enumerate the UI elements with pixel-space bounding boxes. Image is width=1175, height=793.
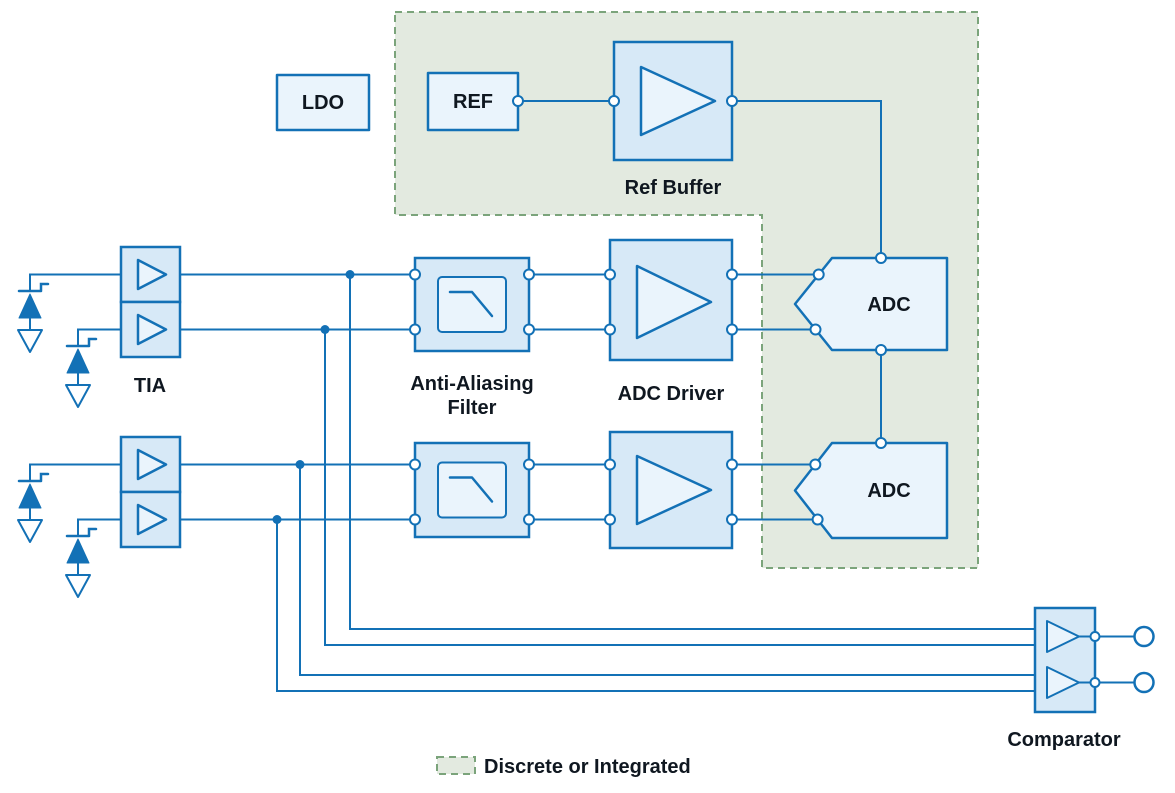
terminal bbox=[726, 268, 738, 281]
photodiode-2 bbox=[64, 337, 98, 409]
amplifier-triangle-icon bbox=[136, 448, 168, 481]
comparator-box bbox=[1033, 606, 1097, 714]
ref-wires bbox=[518, 100, 882, 443]
terminal bbox=[523, 323, 535, 336]
terminal bbox=[811, 513, 824, 526]
adc-label: ADC bbox=[867, 480, 910, 502]
anti-aliasing-filter-top: Anti-Aliasing Filter bbox=[410, 256, 534, 419]
terminal bbox=[726, 458, 738, 471]
terminal bbox=[875, 344, 887, 356]
anti-aliasing-label-line2: Filter bbox=[448, 397, 497, 419]
legend-swatch bbox=[436, 756, 476, 775]
terminal bbox=[809, 458, 822, 471]
terminal bbox=[409, 513, 421, 526]
terminal bbox=[726, 323, 738, 336]
junction-dot bbox=[345, 270, 355, 279]
comparator-tap-wires bbox=[276, 274, 1035, 692]
junction-dots bbox=[272, 270, 355, 524]
amplifier-triangle-icon bbox=[639, 65, 717, 137]
amplifier-triangle-icon bbox=[635, 264, 713, 340]
junction-dot bbox=[295, 460, 305, 469]
filter-inner-box bbox=[437, 276, 507, 333]
ldo-box bbox=[275, 73, 371, 132]
amplifier-triangle-icon bbox=[136, 313, 168, 346]
adc-driver-bottom bbox=[608, 430, 734, 550]
tia-block-top: TIA bbox=[119, 245, 182, 397]
terminal bbox=[409, 268, 421, 281]
photodiode-4 bbox=[64, 527, 98, 599]
anti-aliasing-label-line1: Anti-Aliasing bbox=[410, 373, 533, 395]
terminal bbox=[812, 268, 825, 281]
signal-wires-top-channel bbox=[180, 273, 819, 331]
terminal bbox=[523, 268, 535, 281]
adc-driver-top: ADC Driver bbox=[608, 238, 734, 405]
ref-buffer-label: Ref Buffer bbox=[625, 177, 722, 199]
terminal bbox=[1089, 677, 1101, 688]
terminal bbox=[409, 458, 421, 471]
tia-block-bottom bbox=[119, 435, 182, 549]
wiring bbox=[29, 100, 1035, 692]
terminal bbox=[604, 323, 616, 336]
comparator-block: Comparator bbox=[1007, 606, 1135, 751]
tia-label: TIA bbox=[134, 375, 166, 397]
comparator-label: Comparator bbox=[1007, 729, 1121, 751]
adc-driver-label: ADC Driver bbox=[618, 383, 725, 405]
ldo-label: LDO bbox=[302, 92, 344, 114]
adc-block-top: ADC bbox=[793, 256, 949, 352]
terminal bbox=[809, 323, 822, 336]
adc-block-bottom: ADC bbox=[793, 441, 949, 540]
ref-block: REF bbox=[426, 71, 520, 132]
comparator-output-wires bbox=[1079, 635, 1135, 684]
amplifier-triangle-icon bbox=[635, 454, 713, 526]
terminal bbox=[726, 95, 738, 107]
low-pass-curve-icon bbox=[448, 476, 494, 503]
terminal bbox=[875, 437, 887, 449]
output-terminals bbox=[1133, 625, 1155, 694]
terminal bbox=[604, 513, 616, 526]
terminal bbox=[726, 513, 738, 526]
ldo-block: LDO bbox=[275, 73, 371, 132]
terminal bbox=[875, 252, 887, 264]
terminal bbox=[604, 458, 616, 471]
comparator-triangle-icon bbox=[1046, 620, 1080, 653]
discrete-or-integrated-region bbox=[394, 11, 979, 569]
terminal bbox=[523, 458, 535, 471]
legend-label: Discrete or Integrated bbox=[484, 756, 691, 778]
amplifier-triangle-icon bbox=[136, 503, 168, 536]
photodiode-input-wires bbox=[29, 273, 121, 536]
terminal bbox=[604, 268, 616, 281]
ref-box bbox=[426, 71, 520, 132]
adc-pentagon bbox=[793, 441, 949, 540]
junction-dot bbox=[272, 515, 282, 524]
amplifier-triangle-icon bbox=[136, 258, 168, 291]
anti-aliasing-filter-bottom bbox=[413, 441, 531, 539]
terminal bbox=[512, 95, 524, 107]
legend: Discrete or Integrated bbox=[436, 756, 691, 778]
output-terminal-1 bbox=[1133, 625, 1155, 648]
filter-inner-box bbox=[437, 461, 507, 519]
terminal bbox=[1089, 631, 1101, 642]
terminal bbox=[409, 323, 421, 336]
low-pass-curve-icon bbox=[448, 290, 494, 318]
photodiode-3 bbox=[16, 472, 50, 544]
terminals bbox=[409, 95, 1101, 688]
output-terminal-2 bbox=[1133, 671, 1155, 694]
terminal bbox=[523, 513, 535, 526]
adc-label: ADC bbox=[867, 294, 910, 316]
junction-dot bbox=[320, 325, 330, 334]
comparator-triangle-icon bbox=[1046, 666, 1080, 699]
photodiode-1 bbox=[16, 282, 50, 354]
ref-label: REF bbox=[453, 91, 493, 113]
terminal bbox=[608, 95, 620, 107]
adc-pentagon bbox=[793, 256, 949, 352]
